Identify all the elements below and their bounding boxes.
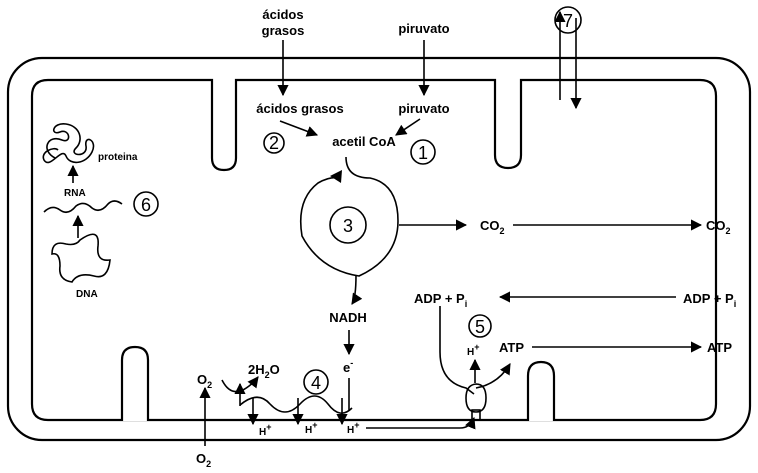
nadh-label: NADH bbox=[329, 310, 367, 325]
electron-label: e- bbox=[343, 358, 353, 375]
fatty-acids-inside-label: ácidos grasos bbox=[256, 101, 343, 116]
step-1-circle bbox=[410, 139, 436, 165]
synthase-to-atp-arrow bbox=[475, 363, 511, 389]
pyruvate-to-acetylcoa-arrow bbox=[395, 118, 421, 136]
crista-bottom-right bbox=[526, 360, 556, 421]
rna-label: RNA bbox=[64, 188, 86, 199]
synthase-proton-label: H+ bbox=[467, 342, 480, 358]
oxygen-outer-label: O2 bbox=[196, 451, 211, 469]
fatty-acids-outside-label-2: grasos bbox=[262, 23, 305, 38]
crista-bottom-left bbox=[120, 345, 150, 421]
atp-inner-label: ATP bbox=[499, 340, 524, 355]
proton-label-1: H+ bbox=[259, 422, 272, 438]
protein-label: proteina bbox=[98, 152, 138, 163]
fatty-acids-to-acetylcoa-arrow bbox=[279, 120, 319, 137]
adp-pi-outer-label: ADP + Pi bbox=[683, 291, 736, 309]
electron-transport-wave bbox=[239, 395, 353, 414]
oxygen-to-water-arrow bbox=[221, 376, 259, 393]
step-5-circle bbox=[468, 314, 492, 338]
cycle-to-nadh-arrow bbox=[351, 274, 363, 305]
krebs-cycle-arrowhead bbox=[330, 170, 342, 183]
dna-label: DNA bbox=[76, 289, 98, 300]
krebs-cycle bbox=[299, 156, 399, 277]
co2-inner-label: CO2 bbox=[480, 218, 505, 236]
proton-label-3: H+ bbox=[347, 420, 360, 436]
co2-outer-label: CO2 bbox=[706, 218, 731, 236]
adp-to-synthase-line bbox=[439, 306, 475, 395]
step-4-number: 4 bbox=[311, 373, 321, 393]
step-6-number: 6 bbox=[141, 195, 151, 215]
adp-pi-inner-label: ADP + Pi bbox=[414, 291, 467, 309]
atp-synthase-headpiece bbox=[465, 383, 487, 413]
atp-synthase-stalk bbox=[471, 409, 481, 421]
inner-membrane bbox=[30, 78, 718, 422]
fatty-acids-outside-label: ácidos bbox=[262, 7, 303, 22]
oxygen-inner-label: O2 bbox=[197, 372, 212, 390]
water-label: 2H2O bbox=[248, 362, 280, 380]
outer-membrane bbox=[6, 56, 752, 442]
step-4-circle bbox=[303, 369, 329, 395]
step-7-number: 7 bbox=[563, 11, 573, 31]
step-2-circle bbox=[263, 132, 285, 154]
dna-strand bbox=[51, 233, 111, 283]
pyruvate-outside-label: piruvato bbox=[398, 21, 449, 36]
rna-strand bbox=[43, 200, 123, 214]
acetyl-coa-label: acetil CoA bbox=[332, 134, 396, 149]
step-1-number: 1 bbox=[418, 143, 428, 163]
proton-label-2: H+ bbox=[305, 420, 318, 436]
step-7-circle bbox=[554, 6, 582, 34]
step-3-number: 3 bbox=[343, 216, 353, 236]
pyruvate-inside-label: piruvato bbox=[398, 101, 449, 116]
step-2-number: 2 bbox=[269, 133, 279, 153]
atp-outer-label: ATP bbox=[707, 340, 732, 355]
protein-squiggle bbox=[42, 123, 95, 164]
step-3-circle bbox=[329, 206, 367, 244]
step-6-circle bbox=[133, 191, 159, 217]
step-5-number: 5 bbox=[475, 317, 485, 337]
